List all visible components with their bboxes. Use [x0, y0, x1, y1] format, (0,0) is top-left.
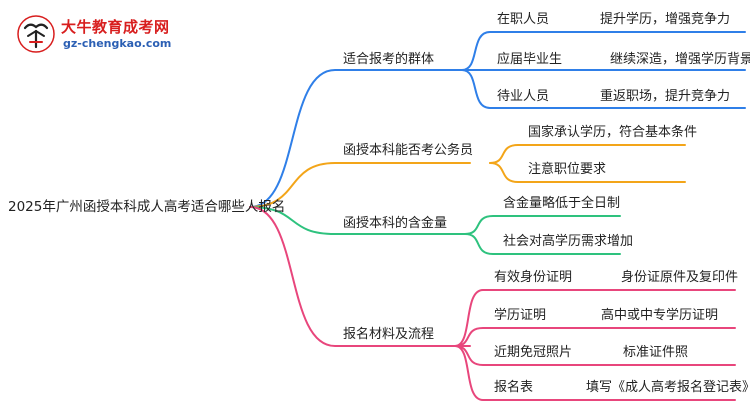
- leaf-photo-detail: 标准证件照: [623, 345, 689, 360]
- leaf-photo: 近期免冠照片: [494, 345, 573, 360]
- leaf-graduates: 应届毕业生: [497, 52, 563, 67]
- logo-title: 大牛教育成考网: [61, 18, 170, 36]
- leaf-unemployed: 待业人员: [497, 89, 550, 104]
- leaf-id-proof-detail: 身份证原件及复印件: [621, 270, 739, 285]
- leaf-id-proof: 有效身份证明: [494, 270, 573, 285]
- branch-civil-service: 函授本科能否考公务员: [343, 143, 474, 158]
- connector-branch-groups: [249, 69, 471, 208]
- leaf-degree-proof-detail: 高中或中专学历证明: [601, 308, 719, 323]
- leaf-unemployed-detail: 重返职场，提升竞争力: [600, 89, 731, 104]
- leaf-graduates-detail: 继续深造，增强学历背景: [610, 52, 750, 67]
- connector-leaf-groups-0: [461, 31, 746, 71]
- connector-branch-value: [249, 206, 471, 235]
- connector-leaf-civil-1: [489, 162, 686, 183]
- leaf-form: 报名表: [494, 380, 534, 395]
- leaf-employed: 在职人员: [497, 12, 550, 27]
- leaf-position-requirements: 注意职位要求: [528, 162, 607, 177]
- branch-value: 函授本科的含金量: [343, 216, 448, 231]
- connector-leaf-materials-3: [454, 345, 736, 401]
- connector-branch-materials: [249, 206, 471, 347]
- connector-leaf-groups-2: [461, 69, 746, 109]
- connector-leaf-materials-1: [454, 327, 736, 347]
- leaf-demand-increase: 社会对高学历需求增加: [503, 234, 634, 249]
- branch-suitable-groups: 适合报考的群体: [343, 52, 435, 67]
- bull-logo-icon: [17, 15, 55, 53]
- leaf-degree-proof: 学历证明: [494, 308, 547, 323]
- branch-materials: 报名材料及流程: [343, 327, 435, 342]
- connector-leaf-value-1: [464, 233, 621, 255]
- connector-leaf-value-0: [464, 215, 621, 235]
- leaf-employed-detail: 提升学历，增强竞争力: [600, 12, 731, 27]
- connector-leaf-civil-0: [489, 144, 686, 164]
- leaf-form-detail: 填写《成人高考报名登记表》: [586, 380, 750, 395]
- connector-branch-civil: [249, 162, 471, 208]
- logo-url: gz-chengkao.com: [63, 37, 172, 50]
- root-topic: 2025年广州函授本科成人高考适合哪些人报名: [8, 199, 286, 215]
- site-logo: 大牛教育成考网 gz-chengkao.com: [6, 8, 206, 58]
- leaf-recognized-degree: 国家承认学历，符合基本条件: [528, 125, 698, 140]
- leaf-value-lower: 含金量略低于全日制: [503, 196, 621, 211]
- connector-leaf-materials-0: [454, 289, 736, 347]
